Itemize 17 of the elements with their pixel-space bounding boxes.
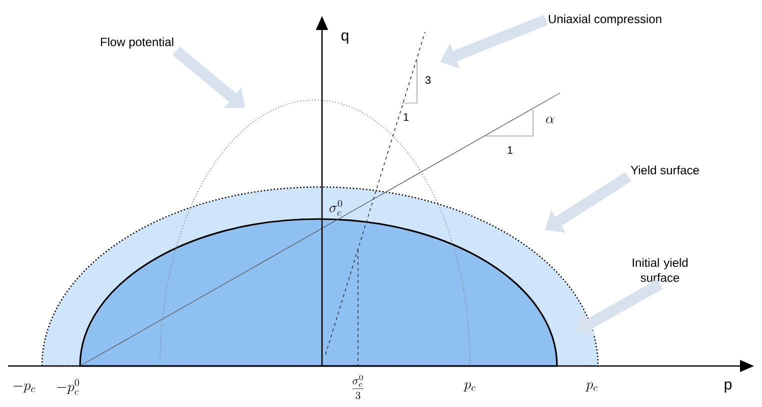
slope-label: 3 [425,76,431,84]
axis-value: $-p_c$ [14,383,36,393]
axis-value: $\frac{\sigma_c^0}{3}$ [352,374,364,400]
callout-text: Uniaxial compression [548,14,662,26]
axis-label: q [341,32,348,44]
axis-label: p [724,381,732,393]
axis-value: $\sigma_c^0$ [330,200,342,216]
axis-value: $p_c$ [464,382,476,392]
callout-text: Flow potential [100,37,174,49]
callout-arrow [172,46,245,108]
slope-label: $\alpha$ [546,116,554,124]
axis-value: $-p_c^0$ [57,379,79,395]
callout-text: Yield surface [630,166,699,174]
slope-label: 1 [404,113,409,121]
callout-text: Initial yield surface [632,258,688,282]
slope-label: 1 [508,146,513,154]
axis-value: $p_c$ [586,382,598,392]
